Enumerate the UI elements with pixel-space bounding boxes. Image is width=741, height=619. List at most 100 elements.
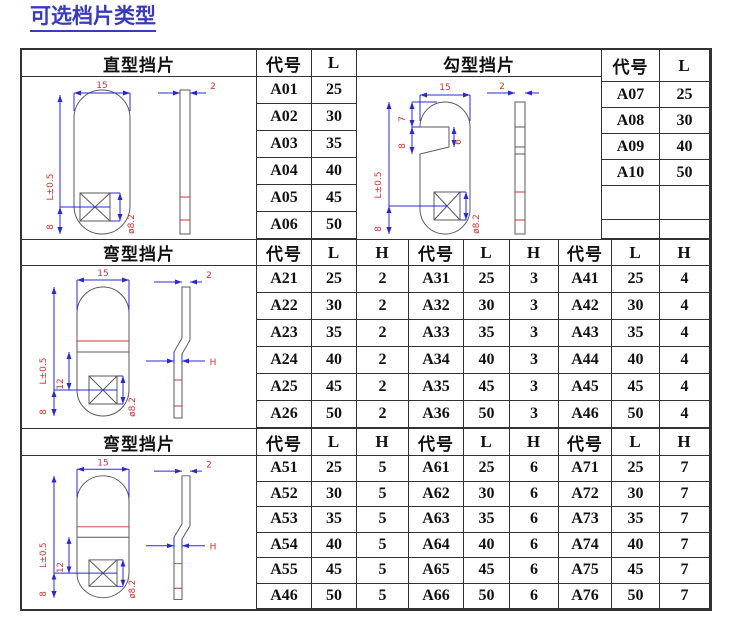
- part-height: 6: [510, 558, 559, 584]
- part-height: 7: [660, 507, 710, 533]
- part-code: A44: [559, 347, 612, 374]
- part-code: A22: [257, 293, 312, 320]
- dim-hole: ø8.2: [128, 580, 138, 599]
- part-code: A07: [602, 82, 660, 108]
- part-code: A75: [559, 558, 612, 584]
- code-header: 代号: [257, 429, 312, 456]
- part-height: 7: [660, 532, 710, 558]
- part-code: A42: [559, 293, 612, 320]
- bent1-drawing-cell: 15 2 L±0.5 12 8 ø8.2: [22, 266, 257, 428]
- length-header: L: [612, 240, 660, 266]
- part-height: 4: [660, 266, 710, 293]
- part-code: A74: [559, 532, 612, 558]
- part-length: 40: [312, 347, 357, 374]
- dim-length: L±0.5: [374, 172, 384, 199]
- part-height: 6: [510, 456, 559, 482]
- part-code: A62: [409, 481, 464, 507]
- dim-bend-height: H: [210, 543, 217, 553]
- part-height: 5: [357, 507, 409, 533]
- part-length: 30: [464, 481, 510, 507]
- part-length: 50: [612, 401, 660, 428]
- part-code: A55: [257, 558, 312, 584]
- part-length: 25: [312, 77, 357, 104]
- code-header: 代号: [559, 240, 612, 266]
- part-code: A01: [257, 77, 312, 104]
- part-length: 25: [464, 456, 510, 482]
- part-code: A65: [409, 558, 464, 584]
- bent1-column: 弯型挡片: [22, 240, 257, 428]
- dim-length: L±0.5: [39, 358, 49, 385]
- part-height: 2: [357, 293, 409, 320]
- part-height: 3: [510, 266, 559, 293]
- part-code: A71: [559, 456, 612, 482]
- part-height: 7: [660, 558, 710, 584]
- part-length: 25: [312, 456, 357, 482]
- part-length: 30: [312, 104, 357, 131]
- dim-thickness: 2: [499, 82, 505, 92]
- part-code: A06: [257, 212, 312, 239]
- dim-bottom: 8: [46, 224, 56, 230]
- hook-drawing-cell: 15 2 7 8 6 L±0.5: [357, 77, 602, 239]
- part-length: [660, 220, 710, 239]
- dim-bottom: 8: [39, 409, 49, 415]
- dim-length: L±0.5: [46, 174, 56, 201]
- section-straight-hook: 直型挡片: [22, 50, 710, 239]
- dim-offset: 12: [56, 562, 66, 573]
- height-header: H: [510, 240, 559, 266]
- part-height: 5: [357, 456, 409, 482]
- part-height: 7: [660, 583, 710, 609]
- dim-width: 15: [97, 459, 108, 469]
- part-code: A46: [559, 401, 612, 428]
- length-header: L: [612, 429, 660, 456]
- part-code: A03: [257, 131, 312, 158]
- part-code: A10: [602, 160, 660, 186]
- part-height: 6: [510, 481, 559, 507]
- part-length: 45: [464, 374, 510, 401]
- part-code: A24: [257, 347, 312, 374]
- part-height: 3: [510, 320, 559, 347]
- part-code: A66: [409, 583, 464, 609]
- part-length: 45: [312, 558, 357, 584]
- part-length: 50: [312, 401, 357, 428]
- part-code: A25: [257, 374, 312, 401]
- part-height: 3: [510, 293, 559, 320]
- part-height: 3: [510, 374, 559, 401]
- part-height: 6: [510, 583, 559, 609]
- straight-drawing-cell: 15 2 L±0.5 8 ø8.2: [22, 77, 257, 239]
- part-height: 3: [510, 347, 559, 374]
- code-header: 代号: [257, 240, 312, 266]
- part-code: [602, 186, 660, 220]
- part-code: A46: [257, 583, 312, 609]
- section-bent-2: 弯型挡片: [22, 428, 710, 609]
- part-height: 7: [660, 456, 710, 482]
- part-height: 2: [357, 266, 409, 293]
- part-length: 30: [312, 481, 357, 507]
- hook-section-title: 勾型挡片: [357, 50, 602, 77]
- part-code: A41: [559, 266, 612, 293]
- dim-thickness: 2: [206, 271, 212, 281]
- part-length: 35: [464, 507, 510, 533]
- dim-hook-gap: 8: [398, 143, 408, 149]
- part-height: 6: [510, 532, 559, 558]
- dim-thickness: 2: [206, 461, 212, 471]
- dim-bend-height: H: [210, 358, 217, 368]
- straight-section-title: 直型挡片: [22, 50, 257, 77]
- part-height: 4: [660, 320, 710, 347]
- dim-hook-inner: 6: [454, 139, 464, 145]
- part-code: A21: [257, 266, 312, 293]
- part-code: [602, 220, 660, 239]
- part-code: A08: [602, 108, 660, 134]
- bent-baffle-drawing: 15 2 L±0.5 12 8 ø8.2: [39, 459, 217, 601]
- part-length: 50: [312, 583, 357, 609]
- part-length: 35: [312, 507, 357, 533]
- hook-column: 勾型挡片: [357, 50, 602, 239]
- part-length: 30: [612, 481, 660, 507]
- part-height: 4: [660, 401, 710, 428]
- height-header: H: [510, 429, 559, 456]
- dim-thickness: 2: [210, 82, 216, 92]
- length-header: L: [312, 50, 357, 77]
- hook-baffle-drawing: 15 2 7 8 6 L±0.5: [374, 82, 539, 235]
